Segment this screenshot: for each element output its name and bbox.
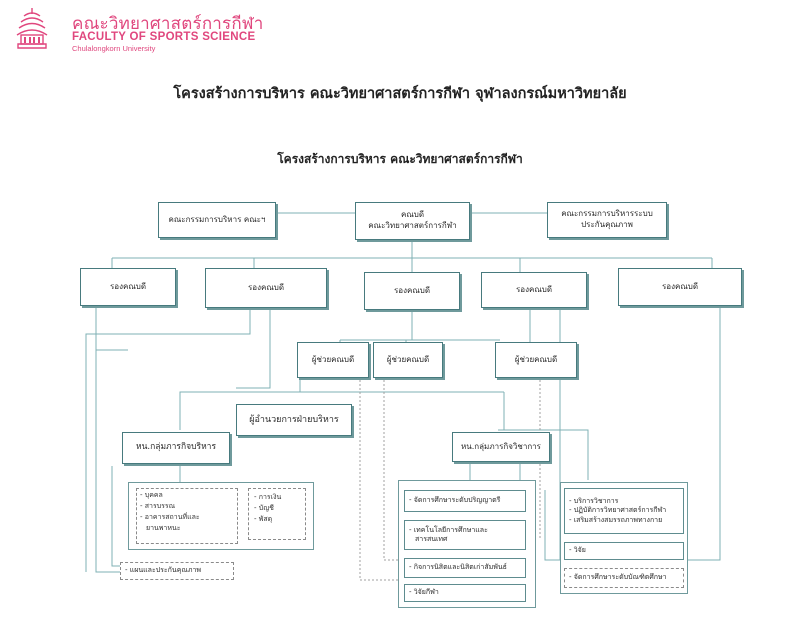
service-item: - เสริมสร้างสมรรถภาพทางกาย — [569, 515, 663, 524]
faculty-executive-committee-box: คณะกรรมการบริหาร คณะฯ — [158, 202, 276, 238]
academic-unit-student-affairs-box: - กิจการนิสิตและนิสิตเก่าสัมพันธ์ — [404, 558, 526, 578]
vice-dean-box-3: รองคณบดี — [364, 272, 460, 310]
qa-committee-line1: คณะกรรมการบริหารระบบ — [561, 209, 653, 219]
list-item: - บัญชี — [254, 504, 274, 512]
academic-unit-label: สารสนเทศ — [415, 535, 448, 543]
academic-unit-label: - จัดการศึกษาระดับปริญญาตรี — [409, 496, 501, 505]
list-item: - อาคารสถานที่และ — [140, 513, 200, 521]
assistant-dean-box-1: ผู้ช่วยคณบดี — [297, 342, 369, 378]
assistant-dean-label: ผู้ช่วยคณบดี — [514, 354, 558, 364]
academic-unit-sports-research-box: - วิจัยกีฬา — [404, 584, 526, 602]
qa-committee-box: คณะกรรมการบริหารระบบ ประกันคุณภาพ — [547, 202, 667, 238]
planning-qa-box: - แผนและประกันคุณภาพ — [120, 562, 234, 580]
academic-unit-label: - กิจการนิสิตและนิสิตเก่าสัมพันธ์ — [409, 563, 507, 572]
vice-dean-box-4: รองคณบดี — [481, 272, 587, 308]
admin-units-right-list: - การเงิน - บัญชี - พัสดุ — [254, 492, 281, 525]
qa-committee-line2: ประกันคุณภาพ — [581, 220, 633, 229]
chart-title: โครงสร้างการบริหาร คณะวิทยาศาสตร์การกีฬา — [277, 152, 523, 166]
service-item: - บริการวิชาการ — [569, 496, 619, 505]
university-name: Chulalongkorn University — [72, 44, 156, 53]
dean-box: คณบดี คณะวิทยาศาสตร์การกีฬา — [355, 202, 470, 240]
research-box: - วิจัย — [564, 542, 684, 560]
vice-dean-label: รองคณบดี — [661, 281, 699, 291]
administration-director-label: ผู้อำนวยการฝ่ายบริหาร — [249, 414, 339, 425]
academic-unit-undergrad-box: - จัดการศึกษาระดับปริญญาตรี — [404, 490, 526, 512]
academic-unit-label: - วิจัยกีฬา — [409, 588, 439, 597]
list-item: - การเงิน — [254, 493, 282, 501]
administrative-affairs-head-box: หน.กลุ่มภารกิจบริหาร — [122, 432, 230, 464]
list-item: ยานพาหนะ — [146, 524, 181, 532]
administrative-affairs-head-label: หน.กลุ่มภารกิจบริหาร — [135, 442, 217, 453]
list-item: - พัสดุ — [254, 515, 273, 523]
assistant-dean-label: ผู้ช่วยคณบดี — [386, 354, 430, 364]
vice-dean-box-2: รองคณบดี — [205, 268, 327, 308]
list-item: - บุคคล — [140, 491, 163, 499]
graduate-education-box: - จัดการศึกษาระดับบัณฑิตศึกษา — [564, 568, 684, 588]
dean-label: คณบดี — [400, 210, 425, 220]
academic-unit-edtech-box: - เทคโนโลยีการศึกษาและ สารสนเทศ — [404, 520, 526, 550]
assistant-dean-box-3: ผู้ช่วยคณบดี — [495, 342, 577, 378]
page-title: โครงสร้างการบริหาร คณะวิทยาศาสตร์การกีฬา… — [173, 86, 627, 102]
faculty-executive-committee-label: คณะกรรมการบริหาร คณะฯ — [168, 214, 266, 224]
vice-dean-label: รองคณบดี — [109, 281, 147, 291]
assistant-dean-label: ผู้ช่วยคณบดี — [311, 354, 355, 364]
vice-dean-label: รองคณบดี — [393, 285, 431, 295]
dean-faculty-label: คณะวิทยาศาสตร์การกีฬา — [368, 221, 457, 230]
research-label: - วิจัย — [569, 546, 586, 555]
academic-affairs-head-label: หน.กลุ่มภารกิจวิชาการ — [461, 441, 541, 451]
academic-affairs-head-box: หน.กลุ่มภารกิจวิชาการ — [452, 432, 550, 462]
administration-director-box: ผู้อำนวยการฝ่ายบริหาร — [236, 404, 352, 436]
graduate-education-label: - จัดการศึกษาระดับบัณฑิตศึกษา — [569, 573, 667, 582]
admin-units-left-box — [136, 488, 238, 544]
faculty-name-thai: คณะวิทยาศาสตร์การกีฬา — [72, 14, 264, 34]
vice-dean-box-5: รองคณบดี — [618, 268, 742, 306]
university-logo-icon — [16, 8, 48, 49]
academic-unit-label: - เทคโนโลยีการศึกษาและ — [409, 525, 488, 534]
admin-units-left-list: - บุคคล - สารบรรณ - อาคารสถานที่และ ยานพ… — [140, 490, 200, 534]
vice-dean-label: รองคณบดี — [247, 282, 285, 292]
assistant-dean-box-2: ผู้ช่วยคณบดี — [373, 342, 443, 378]
list-item: - สารบรรณ — [140, 502, 176, 510]
planning-qa-label: - แผนและประกันคุณภาพ — [125, 566, 202, 575]
service-item: - ปฏิบัติการวิทยาศาสตร์การกีฬา — [569, 506, 667, 515]
vice-dean-label: รองคณบดี — [515, 284, 553, 294]
vice-dean-box-1: รองคณบดี — [80, 268, 176, 306]
faculty-name-english: FACULTY OF SPORTS SCIENCE — [72, 31, 256, 43]
services-box: - บริการวิชาการ - ปฏิบัติการวิทยาศาสตร์ก… — [564, 488, 684, 534]
admin-units-right-box — [248, 488, 306, 540]
